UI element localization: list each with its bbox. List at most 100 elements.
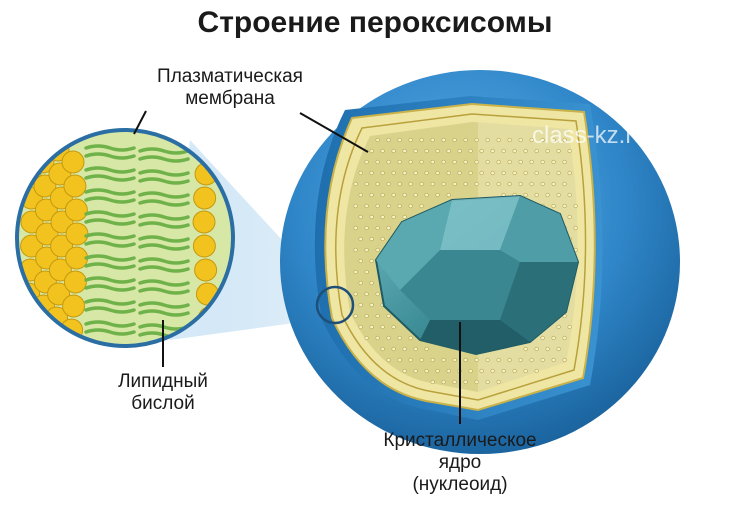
matrix-granule <box>573 225 578 231</box>
matrix-granule <box>424 148 429 154</box>
matrix-granule <box>386 181 391 187</box>
matrix-granule <box>463 379 468 385</box>
lipid-tail <box>84 210 136 218</box>
matrix-granule <box>518 357 523 363</box>
phospholipid-head <box>61 150 85 174</box>
matrix-granule <box>419 203 424 209</box>
lipid-tail <box>138 279 190 287</box>
lipid-tail <box>138 155 190 163</box>
matrix-granule <box>562 203 567 209</box>
lipid-tail <box>138 235 190 243</box>
lipid-tail <box>138 309 190 317</box>
lipid-tail <box>138 265 190 273</box>
matrix-granule <box>501 148 506 154</box>
matrix-granule <box>545 170 550 176</box>
matrix-granule <box>562 357 567 363</box>
matrix-granule <box>540 335 545 341</box>
matrix-granule <box>551 335 556 341</box>
matrix-granule <box>567 214 572 220</box>
matrix-granule <box>353 313 358 319</box>
matrix-granule <box>419 181 424 187</box>
matrix-granule <box>369 236 374 242</box>
matrix-granule <box>562 159 567 165</box>
matrix-granule <box>523 192 528 198</box>
lipid-tail <box>84 254 136 262</box>
matrix-granule <box>430 159 435 165</box>
leader-line-membrane <box>299 112 369 153</box>
lipid-tail <box>86 352 134 356</box>
matrix-granule <box>545 148 550 154</box>
matrix-granule <box>474 181 479 187</box>
matrix-granule <box>408 137 413 143</box>
magnifier-rim <box>15 128 235 348</box>
matrix-granule <box>386 313 391 319</box>
label-crystalline-core-line2: ядро <box>438 452 482 473</box>
matrix-granule <box>562 335 567 341</box>
matrix-granule <box>364 335 369 341</box>
phospholipid-head <box>192 234 216 258</box>
matrix-granule <box>441 159 446 165</box>
matrix-granule <box>551 203 556 209</box>
matrix-granule <box>386 203 391 209</box>
matrix-granule <box>529 357 534 363</box>
matrix-granule <box>518 181 523 187</box>
matrix-granule <box>380 192 385 198</box>
lipid-tail <box>84 166 136 174</box>
matrix-granule <box>358 280 363 286</box>
matrix-granule <box>534 148 539 154</box>
matrix-granule <box>375 181 380 187</box>
matrix-granule <box>452 357 457 363</box>
matrix-granule <box>468 148 473 154</box>
matrix-granule <box>402 192 407 198</box>
phospholipid-head <box>20 234 44 258</box>
matrix-granule <box>430 137 435 143</box>
matrix-granule <box>485 357 490 363</box>
matrix-granule <box>369 214 374 220</box>
matrix-granule <box>507 181 512 187</box>
matrix-granule <box>479 368 484 374</box>
matrix-granule <box>364 181 369 187</box>
lipid-tail <box>84 188 136 196</box>
lipid-tail <box>84 284 136 292</box>
label-crystalline-core: Кристаллическое ядро (нуклеоид) <box>360 430 560 496</box>
matrix-granule <box>435 148 440 154</box>
matrix-granule <box>391 148 396 154</box>
matrix-granule <box>463 159 468 165</box>
matrix-granule <box>485 181 490 187</box>
phospholipid-head <box>30 318 54 342</box>
lipid-tail <box>84 328 136 336</box>
matrix-granule <box>485 159 490 165</box>
matrix-granule <box>375 225 380 231</box>
matrix-granule <box>353 181 358 187</box>
matrix-granule <box>512 148 517 154</box>
matrix-granule <box>446 170 451 176</box>
phospholipid-head <box>33 174 57 198</box>
matrix-granule <box>551 137 556 143</box>
matrix-granule <box>496 181 501 187</box>
lipid-tail <box>84 144 136 152</box>
matrix-granule <box>490 148 495 154</box>
lipid-tail <box>138 191 190 199</box>
matrix-granule <box>567 192 572 198</box>
matrix-granule <box>523 346 528 352</box>
matrix-granule <box>358 324 363 330</box>
matrix-granule <box>386 137 391 143</box>
matrix-granule <box>540 181 545 187</box>
lipid-tail <box>84 276 136 284</box>
phospholipid-head <box>17 138 40 162</box>
matrix-granule <box>452 159 457 165</box>
diagram-title: Строение пероксисомы <box>197 6 553 39</box>
matrix-granule <box>413 170 418 176</box>
matrix-granule <box>375 247 380 253</box>
matrix-granule <box>463 357 468 363</box>
matrix-granule <box>358 170 363 176</box>
matrix-granule <box>353 225 358 231</box>
matrix-granule <box>446 148 451 154</box>
phospholipid-head <box>63 270 87 294</box>
matrix-granule <box>518 137 523 143</box>
matrix-granule <box>375 335 380 341</box>
matrix-granule <box>369 302 374 308</box>
phospholipid-head <box>58 342 82 346</box>
phospholipid-head <box>34 198 58 222</box>
label-plasma-membrane-line1: Плазматическая <box>157 66 303 87</box>
